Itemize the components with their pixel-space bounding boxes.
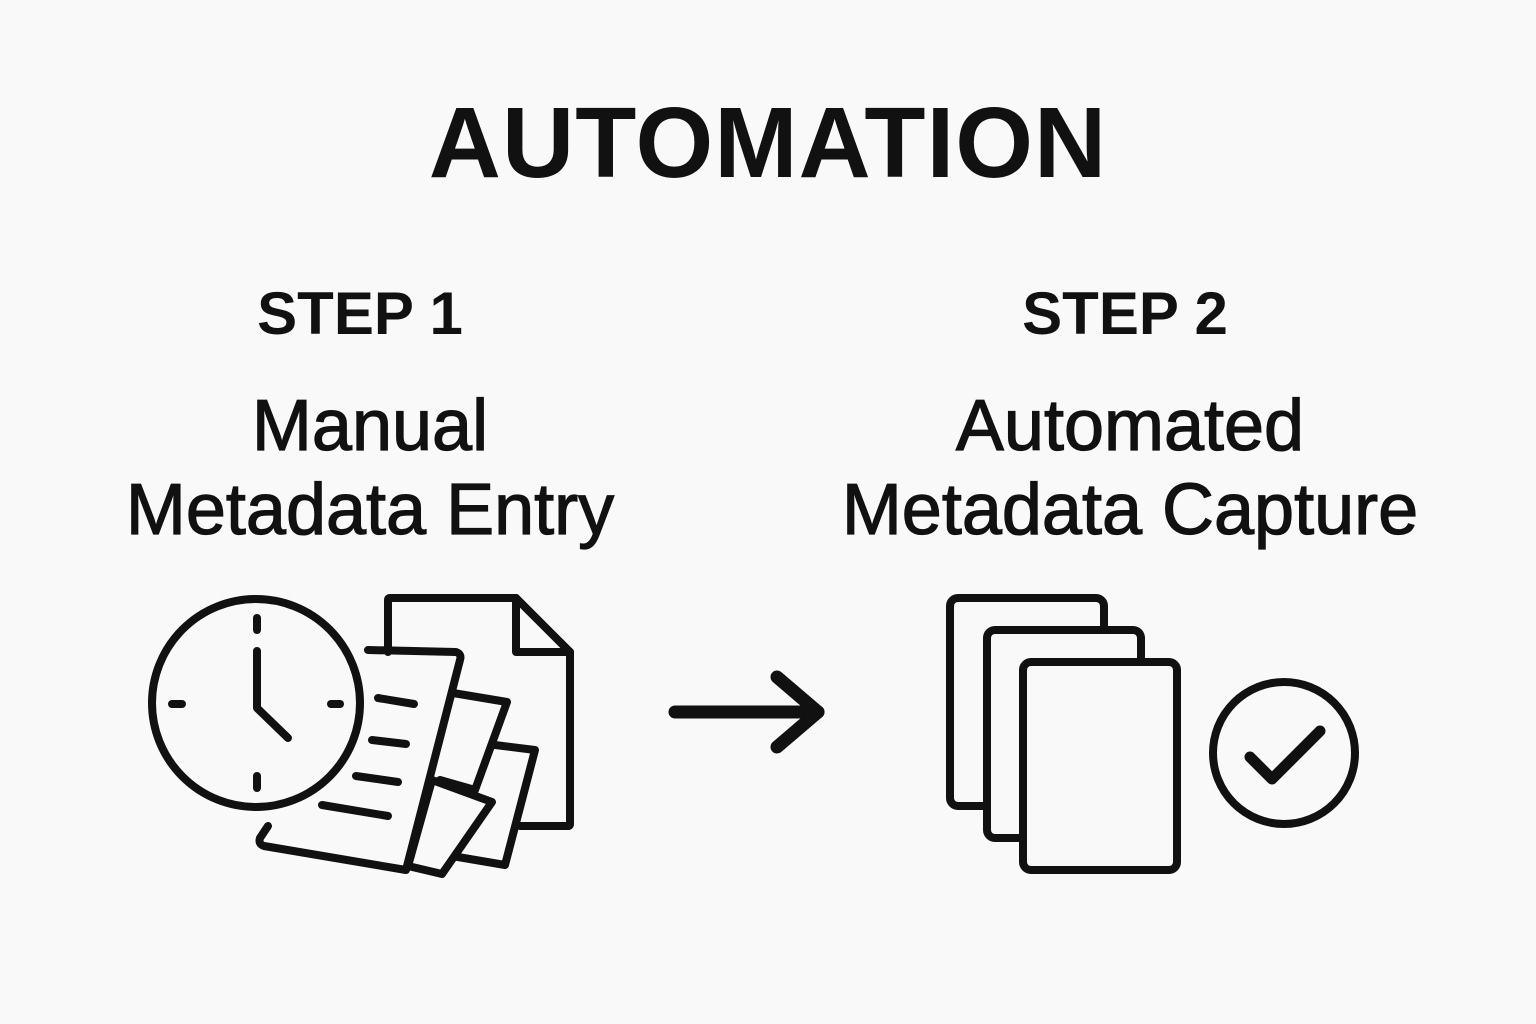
step-1-title-line-2: Metadata Entry (125, 469, 615, 550)
diagram-title: AUTOMATION (428, 87, 1108, 199)
stacked-documents-icon (946, 594, 1181, 874)
scattered-documents-icon (255, 646, 465, 874)
step-2-title-line-2: Metadata Capture (841, 469, 1419, 550)
automated-capture-illustration (946, 594, 1359, 874)
step-2-title: Automated Metadata Capture (790, 384, 1470, 552)
document-sheet-icon (436, 689, 511, 794)
step-2-label: STEP 2 (1022, 280, 1228, 347)
document-front-icon (1019, 658, 1181, 874)
manual-entry-illustration (148, 594, 574, 878)
arrow-right-icon (668, 670, 825, 754)
step-1-title: Manual Metadata Entry (60, 384, 680, 552)
step-1-label: STEP 1 (257, 280, 463, 347)
step-2-title-line-1: Automated (955, 385, 1305, 466)
step-1-title-line-1: Manual (251, 385, 489, 466)
check-circle-icon (1209, 678, 1359, 828)
clock-icon (148, 595, 364, 811)
